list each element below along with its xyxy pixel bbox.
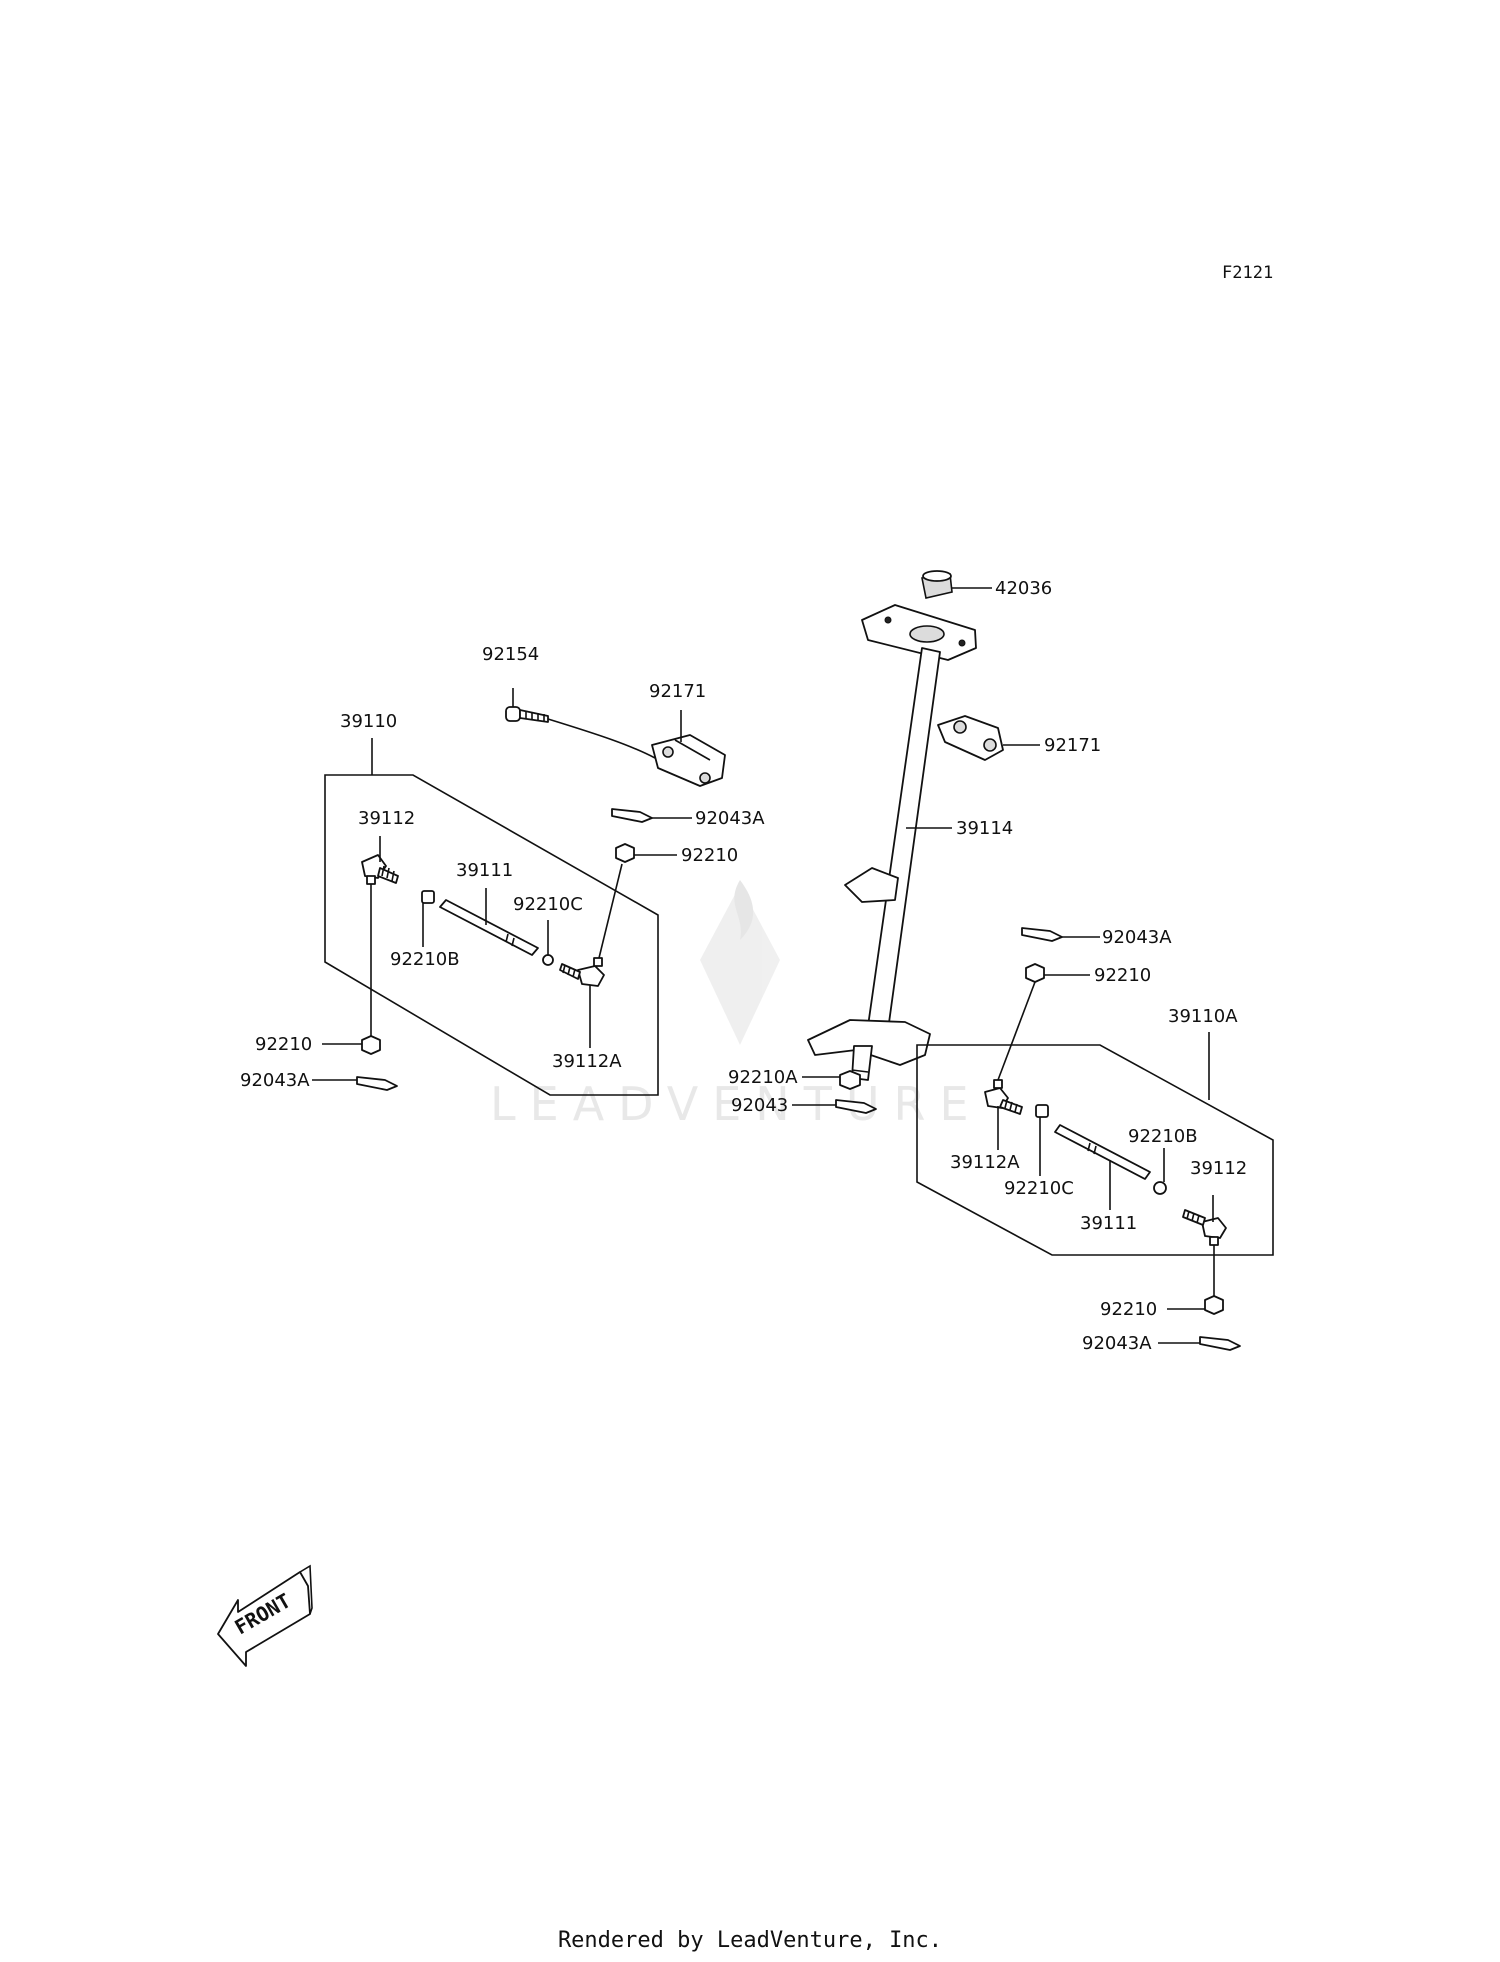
- callout-92210-top-right: 92210: [1094, 965, 1151, 986]
- callout-92043: 92043: [731, 1095, 788, 1116]
- axis-line-right-a: [997, 981, 1036, 1081]
- clamp-92171-left[interactable]: [651, 734, 726, 787]
- callout-39111-left: 39111: [456, 860, 513, 881]
- footer-credit: Rendered by LeadVenture, Inc.: [557, 1928, 943, 1953]
- cotter-pin-92043A-bottom-right[interactable]: [1199, 1336, 1241, 1351]
- nut-92210B-left[interactable]: [421, 890, 435, 904]
- steering-shaft-assembly: [807, 570, 1004, 1081]
- callout-92154: 92154: [482, 644, 539, 665]
- nut-92210C-left[interactable]: [542, 954, 554, 966]
- nut-92210C-right[interactable]: [1035, 1104, 1049, 1118]
- callout-92043A-top-left: 92043A: [695, 808, 765, 829]
- callout-39112A-right: 39112A: [950, 1152, 1020, 1173]
- callout-92043A-top-right: 92043A: [1102, 927, 1172, 948]
- bracket-39110: [324, 774, 659, 1096]
- callout-92210A: 92210A: [728, 1067, 798, 1088]
- watermark-text: LEADVENTURE: [490, 1077, 983, 1131]
- cotter-pin-92043[interactable]: [835, 1099, 877, 1114]
- bracket-39110A: [916, 1044, 1274, 1256]
- clamp-92171-right[interactable]: [937, 715, 1004, 761]
- callout-92210C-right: 92210C: [1004, 1178, 1074, 1199]
- nut-92210A[interactable]: [839, 1070, 861, 1090]
- callout-92043A-bottom-right: 92043A: [1082, 1333, 1152, 1354]
- nut-92210B-right[interactable]: [1153, 1181, 1167, 1195]
- callout-92043A-bottom-left: 92043A: [240, 1070, 310, 1091]
- callout-92210B-right: 92210B: [1128, 1126, 1198, 1147]
- callout-92210-top-left: 92210: [681, 845, 738, 866]
- cotter-pin-92043A-top-left[interactable]: [611, 808, 653, 823]
- nut-92210-bottom-right[interactable]: [1204, 1295, 1224, 1315]
- nut-92210-bottom-left[interactable]: [361, 1035, 381, 1055]
- callout-39110: 39110: [340, 711, 397, 732]
- watermark: LEADVENTURE: [490, 880, 983, 1131]
- nut-92210-top-left[interactable]: [615, 843, 635, 863]
- leader-lines: [312, 587, 1214, 1344]
- tie-rod-39111-right[interactable]: [1054, 1124, 1151, 1180]
- bushing-42036[interactable]: [921, 570, 953, 599]
- figure-id: F2121: [1222, 263, 1273, 283]
- callout-39111-right: 39111: [1080, 1213, 1137, 1234]
- watermark-logo-icon: [700, 885, 780, 1045]
- front-arrow-icon: [217, 1571, 311, 1667]
- callout-labels: 42036 92154 92171 92171 39110 39110A 391…: [240, 578, 1247, 1354]
- bolt-92154[interactable]: [505, 706, 549, 723]
- bolt-line: [547, 718, 656, 759]
- tie-rod-39111-left[interactable]: [439, 899, 539, 956]
- callout-39112-right: 39112: [1190, 1158, 1247, 1179]
- axis-line-left-b: [598, 863, 623, 959]
- cotter-pin-92043A-top-right[interactable]: [1021, 927, 1063, 942]
- tie-rod-end-39112A-right[interactable]: [984, 1079, 1023, 1115]
- callout-92210B-left: 92210B: [390, 949, 460, 970]
- front-arrow: FRONT: [217, 1564, 313, 1667]
- nut-92210-top-right[interactable]: [1025, 963, 1045, 983]
- callout-39110A: 39110A: [1168, 1006, 1238, 1027]
- callout-92210-bottom-right: 92210: [1100, 1299, 1157, 1320]
- shaft-top-plate[interactable]: [861, 604, 977, 661]
- callout-92171-left: 92171: [649, 681, 706, 702]
- left-assembly: [324, 706, 726, 1096]
- callout-39114: 39114: [956, 818, 1013, 839]
- callout-39112-left: 39112: [358, 808, 415, 829]
- callout-39112A-left: 39112A: [552, 1051, 622, 1072]
- cotter-pin-92043A-bottom-left[interactable]: [356, 1076, 398, 1091]
- tie-rod-end-39112A-left[interactable]: [559, 957, 605, 987]
- callout-92171-right: 92171: [1044, 735, 1101, 756]
- watermark-flame-icon: [734, 880, 754, 940]
- callout-92210C-left: 92210C: [513, 894, 583, 915]
- callout-42036: 42036: [995, 578, 1052, 599]
- steering-shaft-39114[interactable]: [807, 647, 941, 1081]
- callout-92210-bottom-left: 92210: [255, 1034, 312, 1055]
- right-assembly: [916, 927, 1274, 1351]
- tie-rod-end-39112-right[interactable]: [1182, 1209, 1227, 1246]
